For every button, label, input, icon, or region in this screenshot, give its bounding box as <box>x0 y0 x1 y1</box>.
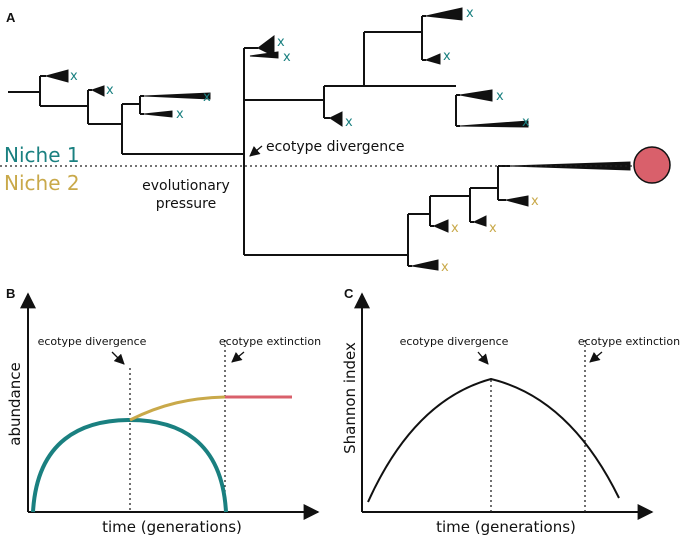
niche2-abundance-curve <box>129 395 226 422</box>
extinct-mark: x <box>522 115 530 130</box>
extinction-label: ecotype extinction <box>219 335 321 348</box>
extinct-mark: x <box>277 35 285 50</box>
divergence-label: ecotype divergence <box>266 139 404 155</box>
y-axis-label: abundance <box>6 362 24 445</box>
panel-a-label: A <box>6 10 16 25</box>
extinction-arrow <box>589 351 603 363</box>
phylogenetic-tree <box>8 7 631 271</box>
divergence-arrow <box>111 351 125 365</box>
extinction-marks: x x x x x x x x x x x x x x x <box>70 6 539 275</box>
pressure-label-line2: pressure <box>156 196 216 212</box>
panel-b-label: B <box>6 286 15 301</box>
extinct-mark: x <box>176 107 184 122</box>
extinct-mark: x <box>441 260 449 275</box>
extinction-label: ecotype extinction <box>578 335 680 348</box>
divergence-arrow <box>249 145 263 157</box>
niche1-label: Niche 1 <box>4 143 80 167</box>
niche1-abundance-curve <box>31 417 228 513</box>
panel-c-label: C <box>344 286 354 301</box>
extinct-mark: x <box>466 6 474 21</box>
divergence-label: ecotype divergence <box>38 335 147 348</box>
divergence-arrow <box>477 351 489 365</box>
y-axis-label: Shannon index <box>341 342 359 454</box>
extinct-mark: x <box>345 115 353 130</box>
extinct-mark: x <box>489 221 497 236</box>
extinct-mark: x <box>531 194 539 209</box>
extinct-mark: x <box>106 83 114 98</box>
pressure-label-line1: evolutionary <box>142 178 230 194</box>
panel-b: B abundance time (generations) ecotype d… <box>6 286 321 536</box>
panel-c: C Shannon index time (generations) ecoty… <box>341 286 680 536</box>
extinct-mark: x <box>451 221 459 236</box>
panel-a: A <box>0 6 671 275</box>
x-axis-label: time (generations) <box>436 518 576 536</box>
extinct-mark: x <box>70 69 78 84</box>
extinct-mark: x <box>443 49 451 64</box>
divergence-label: ecotype divergence <box>400 335 509 348</box>
extinct-mark: x <box>203 90 211 105</box>
shannon-index-curve <box>367 377 620 503</box>
extinct-mark: x <box>283 50 291 65</box>
extinction-arrow <box>231 351 245 363</box>
extinct-mark: x <box>496 89 504 104</box>
surviving-ecotype-circle <box>633 146 671 184</box>
niche2-label: Niche 2 <box>4 171 80 195</box>
x-axis-label: time (generations) <box>102 518 242 536</box>
